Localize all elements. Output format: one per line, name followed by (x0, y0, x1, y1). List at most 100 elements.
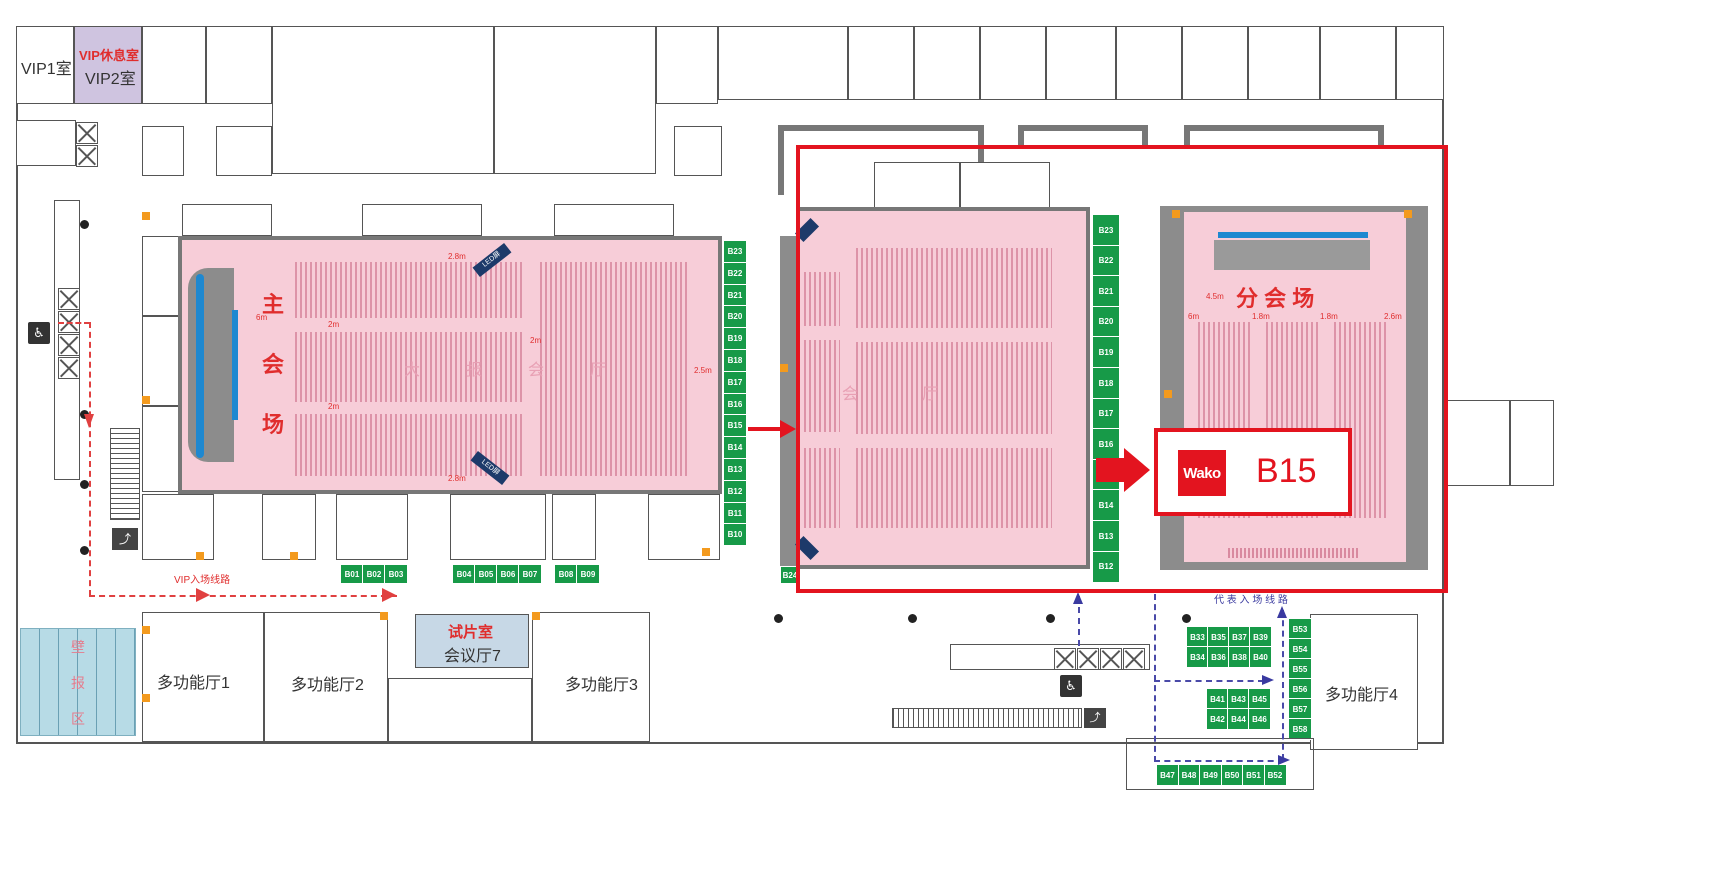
main-seats-2 (295, 332, 523, 402)
multi-hall-2: 多功能厅2 (264, 612, 388, 742)
main-hall-faint-2: 报 (466, 362, 483, 379)
right-hall-label: 分 会 场 (1236, 286, 1315, 311)
booth-b22[interactable]: B22 (1092, 244, 1120, 277)
escalator-bottom (892, 708, 1082, 728)
right-hall-frame-1 (1018, 125, 1148, 145)
column-dot (80, 480, 89, 489)
top-room-15 (1396, 26, 1444, 100)
booth-b52[interactable]: B52 (1263, 764, 1287, 786)
dim-4-5m: 4.5m (1206, 292, 1224, 301)
main-hall-faint-1: 大 (404, 362, 421, 379)
booth-b49[interactable]: B49 (1199, 764, 1222, 786)
small-room-d (362, 204, 482, 236)
vip-lounge-label: VIP休息室 (79, 48, 139, 63)
wako-logo-text: Wako (1183, 464, 1221, 482)
top-room-7 (848, 26, 914, 100)
multi-hall-2-label: 多功能厅2 (291, 677, 364, 694)
marker-orange (142, 626, 150, 634)
booth-b19[interactable]: B19 (1092, 336, 1120, 369)
marker-orange (142, 396, 150, 404)
delegate-route-arrow (1262, 675, 1274, 685)
center-seats-2 (804, 340, 840, 432)
elevator-icon (1100, 648, 1122, 670)
elevator-icon (1077, 648, 1099, 670)
dim-2m-b: 2m (328, 402, 340, 411)
marker-orange (142, 694, 150, 702)
booth-b17[interactable]: B17 (1092, 397, 1120, 430)
booth-b21[interactable]: B21 (1092, 275, 1120, 308)
center-top-room-1 (874, 162, 960, 210)
vip1-room: VIP1室 (16, 26, 74, 104)
left-room-stack-1 (142, 236, 180, 316)
top-room-9 (980, 26, 1046, 100)
booth-b20[interactable]: B20 (1092, 305, 1120, 338)
vip2-label: VIP2室 (85, 71, 136, 88)
column-dot (80, 220, 89, 229)
booth-b40[interactable]: B40 (1249, 646, 1272, 668)
booth-b14[interactable]: B14 (1092, 489, 1120, 522)
delegate-route-5 (1154, 680, 1264, 682)
elevator-icon (1054, 648, 1076, 670)
booth-b44[interactable]: B44 (1227, 708, 1250, 730)
center-hall-faint-1: 会 (842, 386, 859, 403)
highlight-callout[interactable]: Wako B15 (1154, 428, 1352, 516)
wako-logo: Wako (1178, 450, 1226, 496)
booth-b18[interactable]: B18 (1092, 367, 1120, 399)
screening-room: 试片室 会议厅7 (415, 614, 529, 668)
top-room-10 (1046, 26, 1116, 100)
right-hall-stage (1214, 240, 1370, 270)
booth-b58[interactable]: B58 (1288, 718, 1312, 740)
under-room-5 (552, 494, 596, 560)
top-room-4 (494, 26, 656, 174)
highlight-pointer-arrow (1096, 448, 1150, 492)
dim-2-8m-b: 2.8m (448, 474, 466, 483)
booth-b23[interactable]: B23 (723, 240, 747, 263)
booth-b16[interactable]: B16 (1092, 428, 1120, 461)
right-hall-bottom-bar (1228, 548, 1358, 558)
main-hall-faint-3: 会 (528, 362, 545, 379)
small-room-b (216, 126, 272, 176)
lower-corridor (950, 644, 1150, 670)
booth-b17[interactable]: B17 (723, 370, 747, 394)
multi-hall-3-label: 多功能厅3 (565, 677, 638, 694)
right-outer-room-2 (1510, 400, 1554, 486)
center-seats-6 (856, 448, 1052, 528)
delegate-route-arrow (1073, 592, 1083, 604)
vip1-label: VIP1室 (21, 61, 72, 78)
right-hall-frame-2 (1184, 125, 1384, 145)
booth-b23[interactable]: B23 (1092, 214, 1120, 246)
booth-b38[interactable]: B38 (1228, 646, 1251, 668)
marker-orange (380, 612, 388, 620)
multi-hall-1-label: 多功能厅1 (157, 675, 230, 692)
booth-b56[interactable]: B56 (1288, 678, 1312, 700)
screening-label: 试片室 (448, 624, 494, 641)
center-hall-left-wall (780, 236, 798, 566)
column-dot (774, 614, 783, 623)
marker-orange (1164, 390, 1172, 398)
booth-b46[interactable]: B46 (1248, 708, 1271, 730)
poster-char-3: 区 (71, 711, 85, 727)
restroom-icon: ♿ (1060, 675, 1082, 697)
booth-b13[interactable]: B13 (1092, 520, 1120, 552)
booth-b07[interactable]: B07 (518, 564, 542, 584)
booth-b09[interactable]: B09 (576, 564, 600, 584)
marker-orange (702, 548, 710, 556)
booth-b12[interactable]: B12 (723, 479, 747, 503)
booth-b12[interactable]: B12 (1092, 550, 1120, 583)
elevator-icon (76, 145, 98, 167)
booth-b03[interactable]: B03 (384, 564, 408, 584)
marker-orange (1404, 210, 1412, 218)
main-hall-char-3: 场 (262, 412, 285, 437)
column-dot (908, 614, 917, 623)
elevator-icon (1123, 648, 1145, 670)
top-room-14 (1320, 26, 1396, 100)
booth-b10[interactable]: B10 (723, 523, 747, 547)
marker-orange (532, 612, 540, 620)
delegate-route-2 (1154, 594, 1156, 762)
main-seats-4 (540, 262, 690, 476)
small-room-e (554, 204, 674, 236)
dim-2m-c: 2m (530, 336, 542, 345)
vip-route-arrow (84, 414, 94, 428)
delegate-route-3 (1154, 760, 1284, 762)
top-room-6 (718, 26, 848, 100)
